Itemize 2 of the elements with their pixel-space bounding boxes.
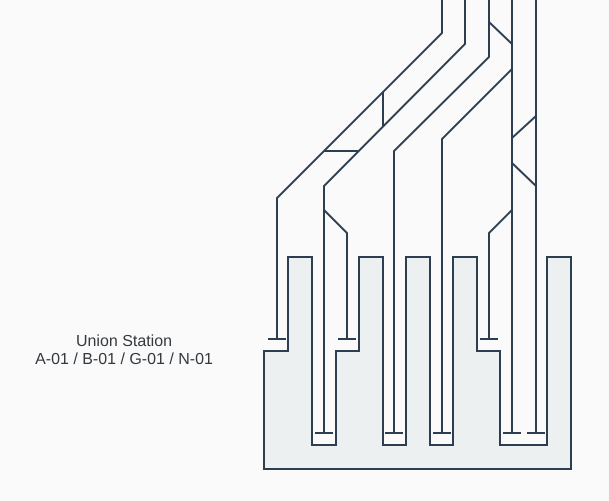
track-codes: A-01 / B-01 / G-01 / N-01 xyxy=(35,351,213,369)
station-name: Union Station xyxy=(76,333,172,351)
